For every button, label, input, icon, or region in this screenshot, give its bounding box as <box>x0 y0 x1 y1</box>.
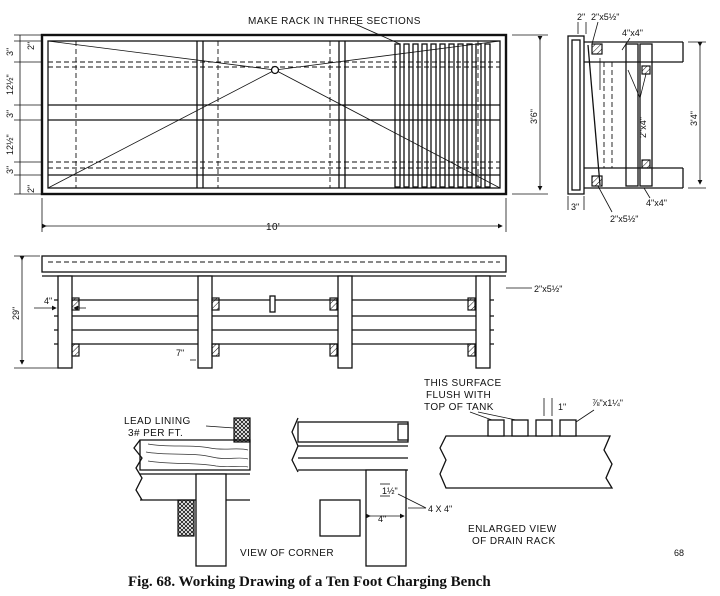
left-dim-7: 2" <box>26 185 36 193</box>
left-dim-2: 3" <box>5 48 15 56</box>
depth-dim-label: 3'6" <box>529 109 539 124</box>
side-2x4: 2"x4" <box>638 117 648 138</box>
end-view: 2" 3" 2"x5½" 4"x4" 2"x4" 4"x4" 2"x5½" 3'… <box>567 12 706 224</box>
height-dim-label: 29" <box>11 307 21 320</box>
figure-number: 68 <box>674 548 684 558</box>
surface-label-3: TOP OF TANK <box>424 402 494 413</box>
lead-lining-detail: LEAD LINING 3# PER FT. <box>124 416 251 567</box>
front-2x5-label: 2"x5½" <box>534 284 562 294</box>
side-4x4-bottom: 4"x4" <box>646 198 667 208</box>
drain-rack-detail: 1" ⅞"x1¼" THIS SURFACE FLUSH WITH TOP OF… <box>424 378 684 558</box>
side-dim-2: 2" <box>577 12 585 22</box>
view-of-corner-label: VIEW OF CORNER <box>240 548 334 559</box>
lead-lining-label-1: LEAD LINING <box>124 416 191 427</box>
drain-rack-slats <box>394 43 491 188</box>
leg-offset-dim: 4" <box>44 296 52 306</box>
corner-4in-dim: 4" <box>378 514 386 524</box>
left-dim-6: 3" <box>5 166 15 174</box>
front-elevation: 2"x5½" 29" 4" 7" <box>11 255 562 369</box>
surface-label-1: THIS SURFACE <box>424 378 502 389</box>
left-dim-3: 12½" <box>5 74 15 95</box>
lead-lining-label-2: 3# PER FT. <box>128 428 183 439</box>
rail-dim: 7" <box>176 348 184 358</box>
side-2x5-bottom: 2"x5½" <box>610 214 638 224</box>
length-dim-label: 10' <box>266 222 280 233</box>
plan-view: MAKE RACK IN THREE SECTIONS 2" 3" 12½" 3… <box>5 16 548 233</box>
slat-size-dim: ⅞"x1¼" <box>592 398 623 408</box>
surface-label-2: FLUSH WITH <box>426 390 491 401</box>
enlarged-label-1: ENLARGED VIEW <box>468 524 557 535</box>
enlarged-label-2: OF DRAIN RACK <box>472 536 556 547</box>
left-dim-4: 3" <box>5 110 15 118</box>
centre-drain <box>270 65 280 75</box>
corner-1half-dim: 1½" <box>382 486 398 496</box>
end-height-dim: 3'4" <box>689 111 699 126</box>
corner-4x4-dim: 4 X 4" <box>428 504 452 514</box>
make-rack-label: MAKE RACK IN THREE SECTIONS <box>248 16 421 27</box>
left-dim-5: 12½" <box>5 134 15 155</box>
side-dim-3: 3" <box>571 202 579 212</box>
side-4x4-top: 4"x4" <box>622 28 643 38</box>
side-2x5-top: 2"x5½" <box>591 12 619 22</box>
left-dim-1: 2" <box>26 42 36 50</box>
slat-spacing-dim: 1" <box>558 402 566 412</box>
figure-caption: Fig. 68. Working Drawing of a Ten Foot C… <box>128 574 491 590</box>
corner-view: 1½" 4" 4 X 4" VIEW OF CORNER <box>240 417 452 567</box>
